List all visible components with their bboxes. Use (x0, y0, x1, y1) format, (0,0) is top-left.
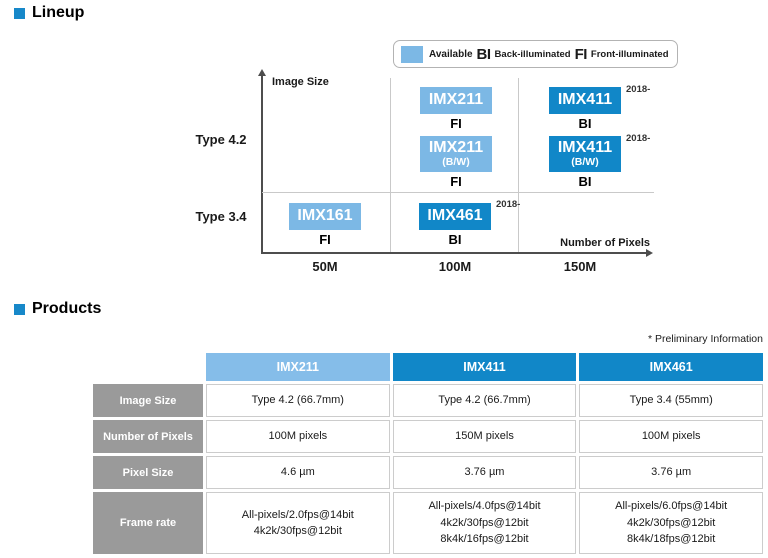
row-header-number-of-pixels: Number of Pixels (93, 420, 203, 453)
table-cell: Type 3.4 (55mm) (579, 384, 763, 417)
column-header-imx211: IMX211 (206, 353, 390, 381)
products-title-text: Products (32, 300, 102, 317)
sensor-name: IMX461 (427, 207, 483, 225)
table-cell: 150M pixels (392, 420, 577, 453)
gridline-vertical-1 (390, 78, 391, 252)
row-header-pixel-size: Pixel Size (93, 456, 203, 489)
sensor-box-imx211: IMX211 (420, 87, 492, 114)
table-cell: All-pixels/2.0fps@14bit 4k2k/30fps@12bit (206, 492, 390, 554)
x-tick-100m: 100M (438, 259, 472, 274)
products-section-title: Products (14, 300, 101, 318)
sensor-bw-suffix: (B/W) (442, 155, 470, 168)
table-cell: All-pixels/4.0fps@14bit 4k2k/30fps@12bit… (392, 492, 577, 554)
y-axis-arrow-icon (258, 69, 266, 76)
illumination-label-imx411-bw: BI (578, 174, 592, 189)
lineup-title-text: Lineup (32, 4, 85, 21)
preliminary-note: * Preliminary Information (648, 333, 763, 345)
legend-fi-label: Front-illuminated (590, 48, 669, 60)
since-label-imx411: 2018- (626, 84, 651, 95)
table-cell: 3.76 µm (579, 456, 763, 489)
legend-bi-abbr: BI (476, 45, 492, 63)
sensor-bw-suffix: (B/W) (571, 155, 599, 168)
products-table: IMX211 IMX411 IMX461 Image Size Type 4.2… (93, 353, 763, 554)
section-bullet-icon (14, 303, 25, 315)
table-corner-cell (93, 353, 203, 381)
table-cell: Type 4.2 (66.7mm) (392, 384, 577, 417)
x-axis-label: Number of Pixels (560, 237, 650, 249)
table-cell: All-pixels/6.0fps@14bit 4k2k/30fps@12bit… (579, 492, 763, 554)
y-axis-label: Image Size (272, 76, 329, 88)
illumination-label-imx211: FI (450, 116, 462, 131)
illumination-label-imx461: BI (448, 232, 462, 247)
table-cell: 100M pixels (206, 420, 390, 453)
row-header-frame-rate: Frame rate (93, 492, 203, 554)
sensor-name: IMX161 (297, 207, 353, 225)
gridline-vertical-2 (518, 78, 519, 252)
table-cell: 4.6 µm (206, 456, 390, 489)
sensor-box-imx211-bw: IMX211 (B/W) (420, 136, 492, 172)
table-cell: 100M pixels (579, 420, 763, 453)
gridline-horizontal (262, 192, 654, 193)
sensor-name: IMX211 (428, 91, 484, 109)
legend-bi-label: Back-illuminated (494, 48, 571, 60)
legend-available-label: Available (429, 48, 473, 60)
available-swatch-icon (401, 45, 423, 63)
table-cell: 3.76 µm (392, 456, 577, 489)
row-label-type-3-4: Type 3.4 (195, 209, 247, 224)
table-cell: Type 4.2 (66.7mm) (206, 384, 390, 417)
row-label-type-4-2: Type 4.2 (195, 132, 247, 147)
illumination-label-imx211-bw: FI (450, 174, 462, 189)
column-header-imx461: IMX461 (579, 353, 763, 381)
x-tick-150m: 150M (563, 259, 597, 274)
sensor-box-imx461: IMX461 (419, 203, 491, 230)
row-header-image-size: Image Size (93, 384, 203, 417)
illumination-label-imx161: FI (319, 232, 331, 247)
sensor-box-imx161: IMX161 (289, 203, 361, 230)
x-axis-arrow-icon (646, 249, 653, 257)
x-axis-line (261, 252, 649, 254)
legend: Available BI Back-illuminated FI Front-i… (393, 40, 678, 68)
x-tick-50m: 50M (312, 259, 338, 274)
legend-fi-abbr: FI (574, 45, 588, 63)
sensor-name: IMX211 (428, 139, 484, 157)
sensor-box-imx411: IMX411 (549, 87, 621, 114)
since-label-imx411-bw: 2018- (626, 133, 651, 144)
sensor-name: IMX411 (557, 139, 613, 157)
since-label-imx461: 2018- (496, 199, 521, 210)
sensor-box-imx411-bw: IMX411 (B/W) (549, 136, 621, 172)
illumination-label-imx411: BI (578, 116, 592, 131)
sensor-name: IMX411 (557, 91, 613, 109)
column-header-imx411: IMX411 (392, 353, 577, 381)
section-bullet-icon (14, 7, 25, 19)
lineup-section-title: Lineup (14, 4, 84, 22)
y-axis-line (261, 75, 263, 253)
